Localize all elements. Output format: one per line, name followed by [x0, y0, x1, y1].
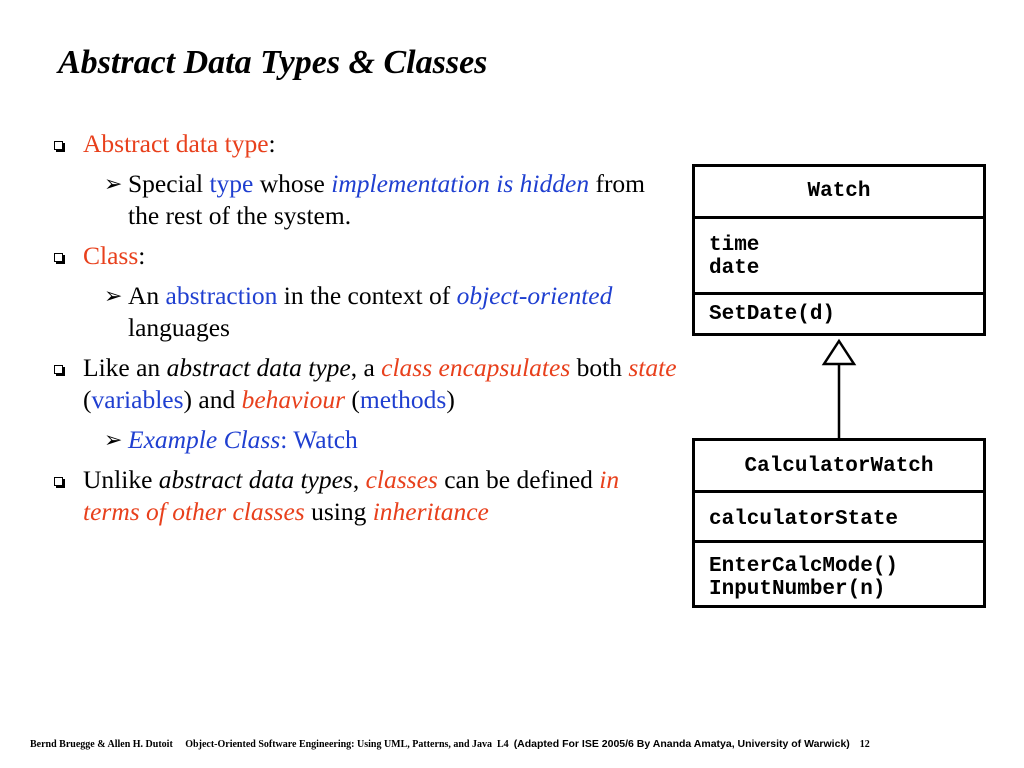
footer-book: Object-Oriented Software Engineering: Us…	[185, 739, 493, 750]
colon: :	[138, 241, 146, 270]
term-class: Class	[83, 241, 139, 270]
term-abstract-data-type: abstract data type	[166, 353, 351, 382]
attribute-date: date	[709, 257, 760, 280]
arrow-bullet-icon: ➢	[104, 171, 123, 196]
uml-class-name: CalculatorWatch	[695, 441, 983, 493]
square-bullet-icon	[54, 141, 63, 150]
term-abstract-data-types: abstract data types	[158, 465, 353, 494]
term-example-class: Example Class	[128, 425, 281, 454]
sub-bullet-abstraction: ➢ An abstraction in the context of objec…	[52, 280, 677, 344]
term-implementation-hidden: implementation is hidden	[331, 169, 590, 198]
bullet-class: Class:	[52, 240, 677, 272]
text: using	[304, 497, 373, 526]
footer-authors: Bernd Bruegge & Allen H. Dutoit	[30, 739, 173, 750]
uml-class-watch: Watch time date SetDate(d)	[692, 164, 986, 336]
text: An	[128, 281, 166, 310]
text: (	[83, 385, 92, 414]
text: from the rest of the system.	[128, 169, 646, 230]
page-number: 12	[859, 739, 870, 750]
text: Unlike	[83, 465, 159, 494]
square-bullet-icon	[54, 253, 63, 262]
uml-class-calculatorwatch: CalculatorWatch calculatorState EnterCal…	[692, 438, 986, 608]
operation-inputnumber: InputNumber(n)	[709, 578, 886, 601]
term-state: state	[628, 353, 677, 382]
arrow-bullet-icon: ➢	[104, 427, 123, 452]
slide-title: Abstract Data Types & Classes	[58, 44, 488, 81]
text: languages	[128, 313, 230, 342]
sub-bullet-example-class: ➢ Example Class: Watch	[52, 424, 677, 456]
term-other-classes: in terms of other classes	[83, 465, 620, 526]
attribute-calculatorstate: calculatorState	[709, 508, 899, 531]
footer-lecture: L4	[497, 739, 509, 750]
class-name-watch: Watch	[807, 180, 871, 203]
sub-bullet-special-type: ➢ Special type whose implementation is h…	[52, 168, 677, 232]
bullet-like-adt: Like an abstract data type, a class enca…	[52, 352, 677, 416]
footer-adapted: (Adapted For ISE 2005/6 By Ananda Amatya…	[513, 738, 850, 750]
text: Like an	[83, 353, 167, 382]
text: )	[446, 385, 455, 414]
term-watch: : Watch	[280, 425, 358, 454]
text: whose	[253, 169, 332, 198]
footer: Bernd Bruegge & Allen H. Dutoit Object-O…	[30, 738, 870, 750]
term-object-oriented: object-oriented	[456, 281, 613, 310]
square-bullet-icon	[54, 365, 63, 374]
uml-operations: SetDate(d)	[695, 295, 983, 333]
term-variables: variables	[91, 385, 184, 414]
text: Special	[128, 169, 210, 198]
uml-attributes: calculatorState	[695, 493, 983, 543]
term-classes: classes	[365, 465, 438, 494]
bullet-abstract-data-type: Abstract data type:	[52, 128, 677, 160]
colon: :	[268, 129, 276, 158]
text: both	[570, 353, 629, 382]
term-methods: methods	[359, 385, 447, 414]
operation-setdate: SetDate(d)	[709, 303, 836, 326]
attribute-time: time	[709, 234, 760, 257]
term-class-encapsulates: class encapsulates	[381, 353, 571, 382]
text: in the context of	[277, 281, 457, 310]
class-name-calculatorwatch: CalculatorWatch	[744, 455, 934, 478]
uml-attributes: time date	[695, 219, 983, 295]
term-behaviour: behaviour	[241, 385, 346, 414]
term-abstraction: abstraction	[165, 281, 278, 310]
uml-class-name: Watch	[695, 167, 983, 219]
text: , a	[350, 353, 382, 382]
inheritance-arrow	[821, 338, 857, 439]
text: (	[345, 385, 360, 414]
generalization-triangle-icon	[821, 338, 857, 366]
uml-operations: EnterCalcMode() InputNumber(n)	[695, 543, 983, 605]
term-type: type	[209, 169, 254, 198]
term-inheritance: inheritance	[372, 497, 489, 526]
operation-entercalcmode: EnterCalcMode()	[709, 555, 899, 578]
square-bullet-icon	[54, 477, 63, 486]
arrow-bullet-icon: ➢	[104, 283, 123, 308]
text: ,	[352, 465, 366, 494]
term-abstract-data-type: Abstract data type	[83, 129, 269, 158]
text: can be defined	[437, 465, 600, 494]
text: ) and	[183, 385, 242, 414]
bullet-unlike-adt: Unlike abstract data types, classes can …	[52, 464, 677, 528]
bullet-list: Abstract data type: ➢ Special type whose…	[52, 128, 677, 536]
